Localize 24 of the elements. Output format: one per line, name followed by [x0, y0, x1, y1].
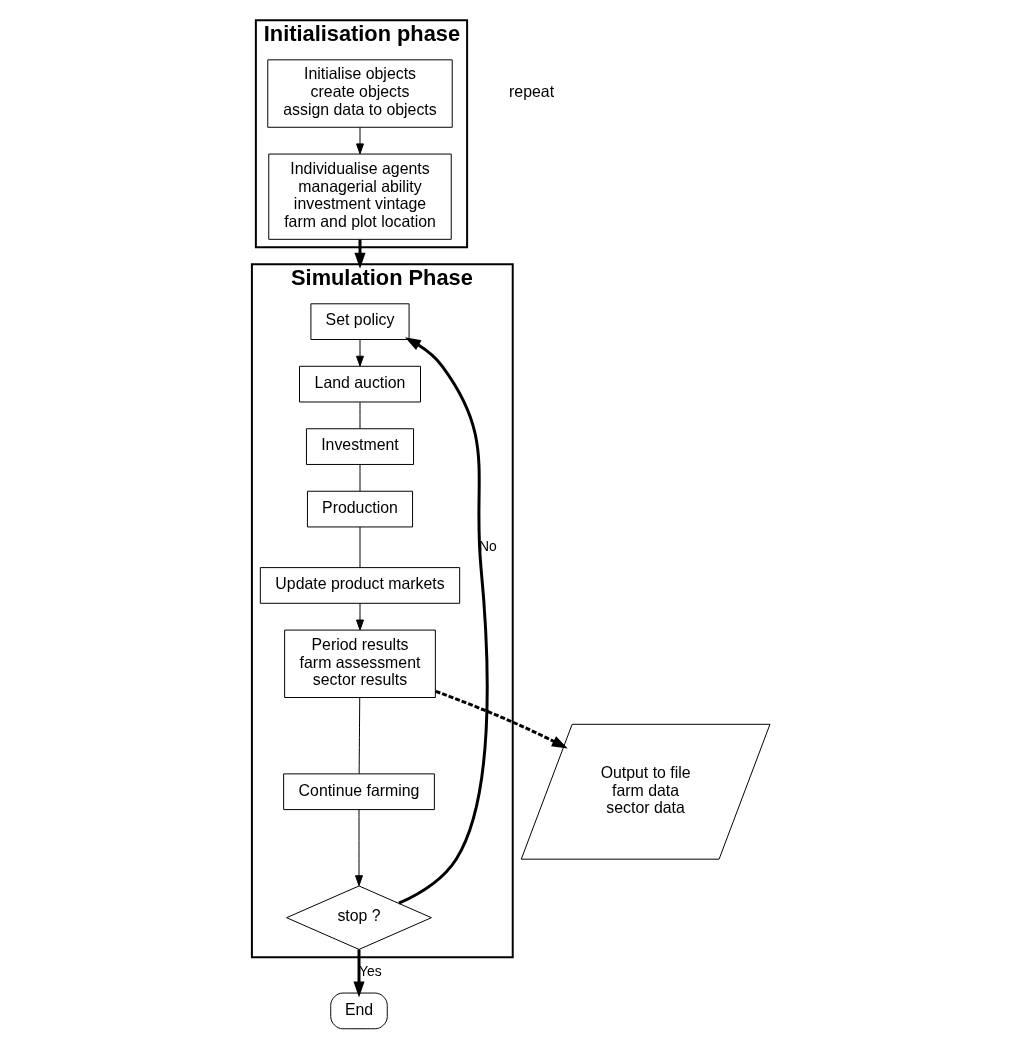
node-diamond: stop ? — [285, 885, 432, 950]
label: repeat — [508, 83, 554, 101]
arrow — [434, 689, 568, 749]
arrow — [354, 809, 363, 887]
arrow — [397, 337, 489, 905]
node-box: Set policy — [309, 303, 410, 340]
arrow — [355, 602, 364, 631]
node-box: Initialise objects create objects assign data to objects — [266, 59, 453, 128]
node-box: Period results farm assessment sector results — [283, 629, 436, 698]
arrow — [355, 339, 364, 367]
edge-label: Yes — [358, 963, 382, 980]
connector — [358, 697, 360, 775]
node-box: Land auction — [298, 365, 421, 403]
connector — [359, 401, 360, 430]
node-box: Production — [306, 490, 413, 528]
node-box: Update product markets — [259, 567, 460, 604]
node-box: Investment — [305, 428, 414, 465]
connector — [359, 526, 360, 568]
node-box: Individualise agents managerial ability investment vintage farm and plot location — [267, 153, 452, 240]
node-box: Continue farming — [282, 773, 435, 811]
arrow — [355, 126, 364, 155]
node-box: End — [329, 992, 388, 1030]
arrow — [352, 949, 365, 998]
connector — [359, 464, 360, 492]
